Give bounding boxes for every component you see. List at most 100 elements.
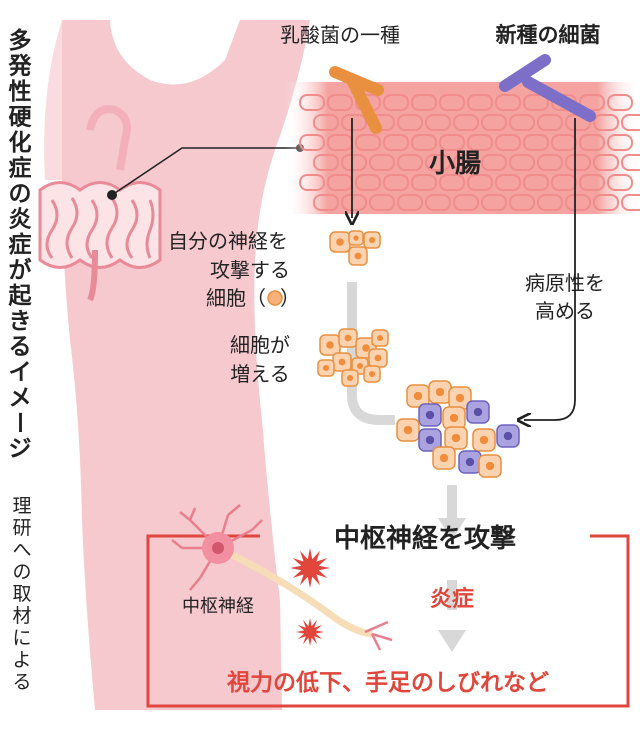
small-intestine-label: 小腸 (429, 149, 481, 179)
new-bacteria-icon (499, 54, 596, 122)
cell-nucleus (465, 457, 475, 467)
pathogenic-label-1: 病原性を (525, 271, 605, 295)
intestine-cell (481, 194, 507, 211)
cell-nucleus (322, 364, 330, 372)
intestine-cell (607, 174, 633, 191)
cell-nucleus (344, 334, 352, 342)
lactic-bacteria-icon (329, 66, 384, 134)
gray-arrowheads (438, 518, 466, 652)
cells-increasing (317, 328, 389, 387)
vertical-char: る (12, 671, 31, 693)
cell-nucleus (451, 433, 461, 443)
intestine-cell (495, 94, 521, 111)
cell-nucleus (368, 370, 376, 378)
vertical-char: ジ (9, 436, 32, 462)
cell-nucleus (473, 407, 483, 417)
cell-nucleus (362, 344, 370, 352)
cell-nucleus (425, 435, 435, 445)
intestine-cell (341, 154, 367, 171)
intestine-cell (411, 174, 437, 191)
cell-nucleus (403, 425, 413, 435)
cell-nucleus (346, 374, 354, 382)
intestine-cell (383, 174, 409, 191)
intestine-cell (313, 194, 339, 211)
new-bacteria-label: 新種の細菌 (496, 23, 601, 47)
intestine-cell (425, 114, 451, 131)
neuron-label: 中枢神経 (182, 596, 254, 617)
intestine-cell (481, 114, 507, 131)
intestine-cell (397, 154, 423, 171)
inflammation-burst (296, 618, 324, 646)
intestine-cell (579, 94, 605, 111)
vertical-char: の (12, 561, 31, 583)
vertical-char: る (9, 334, 32, 360)
intestine-cell (621, 114, 640, 131)
vertical-char: 起 (9, 283, 33, 309)
intestine-cell (607, 94, 633, 111)
intestine-cell (481, 154, 507, 171)
vertical-char: 理 (12, 495, 31, 517)
cell-nucleus (354, 252, 362, 260)
cell-nucleus (503, 431, 513, 441)
intestine-cell (313, 154, 339, 171)
vertical-char: が (9, 257, 32, 284)
intestine-cell (509, 154, 535, 171)
intestine-cell (327, 94, 353, 111)
cell-nucleus (356, 362, 364, 370)
cell-nucleus (435, 387, 445, 397)
cell-nucleus (336, 238, 344, 246)
vertical-char: に (12, 627, 31, 649)
intestine-cell (453, 194, 479, 211)
intestine-cell (523, 94, 549, 111)
inflammation-burst (290, 548, 330, 588)
cell-nucleus (413, 391, 423, 401)
intestine-cell (593, 194, 619, 211)
cell-nucleus (376, 334, 384, 342)
intestine-cell (523, 134, 549, 151)
arrow-new-bacteria (524, 118, 576, 420)
vertical-char: へ (12, 539, 31, 561)
pointer-line (111, 147, 300, 196)
vertical-char: 硬 (9, 105, 33, 131)
vertical-char: 発 (8, 54, 33, 80)
box-title: 中枢神経を攻撃 (334, 523, 516, 554)
intestine-cell (467, 134, 493, 151)
increase-label-1: 細胞が (230, 333, 290, 357)
intestine-cell (355, 174, 381, 191)
cell-nucleus (479, 435, 489, 445)
intestine-cell (299, 134, 325, 151)
intestine-cell (509, 114, 535, 131)
intestine-cell (369, 154, 395, 171)
intestine-cell (439, 174, 465, 191)
cell-nucleus (439, 453, 449, 463)
inflammation-label: 炎症 (430, 586, 474, 612)
intestine-cell (313, 114, 339, 131)
intestine-cell (341, 194, 367, 211)
intestine-cell (593, 114, 619, 131)
intestine-cell (607, 134, 633, 151)
intestine-cell (565, 194, 591, 211)
vertical-char: 症 (9, 231, 32, 258)
intestine-cell (537, 114, 563, 131)
vertical-char: 炎 (9, 207, 32, 233)
vertical-char: き (9, 309, 32, 335)
small-intestine-band (285, 82, 640, 214)
cell-legend-icon (267, 290, 283, 306)
intestine-cell (523, 174, 549, 191)
cell-nucleus (374, 354, 382, 362)
intestine-cell (537, 154, 563, 171)
intestine-cell (425, 194, 451, 211)
intestine-cell (621, 194, 640, 211)
symptoms-label: 視力の低下、手足のしびれなど (226, 670, 549, 696)
vertical-char: 症 (9, 155, 32, 182)
intestine-cell (551, 174, 577, 191)
intestine-cell (621, 154, 640, 171)
intestine-cell (509, 194, 535, 211)
cell-nucleus (326, 341, 334, 349)
vertical-char: ー (6, 411, 32, 434)
neuron-icon (171, 504, 393, 651)
vertical-char: よ (12, 649, 31, 671)
intestine-cell (411, 94, 437, 111)
intestine-cell (439, 94, 465, 111)
